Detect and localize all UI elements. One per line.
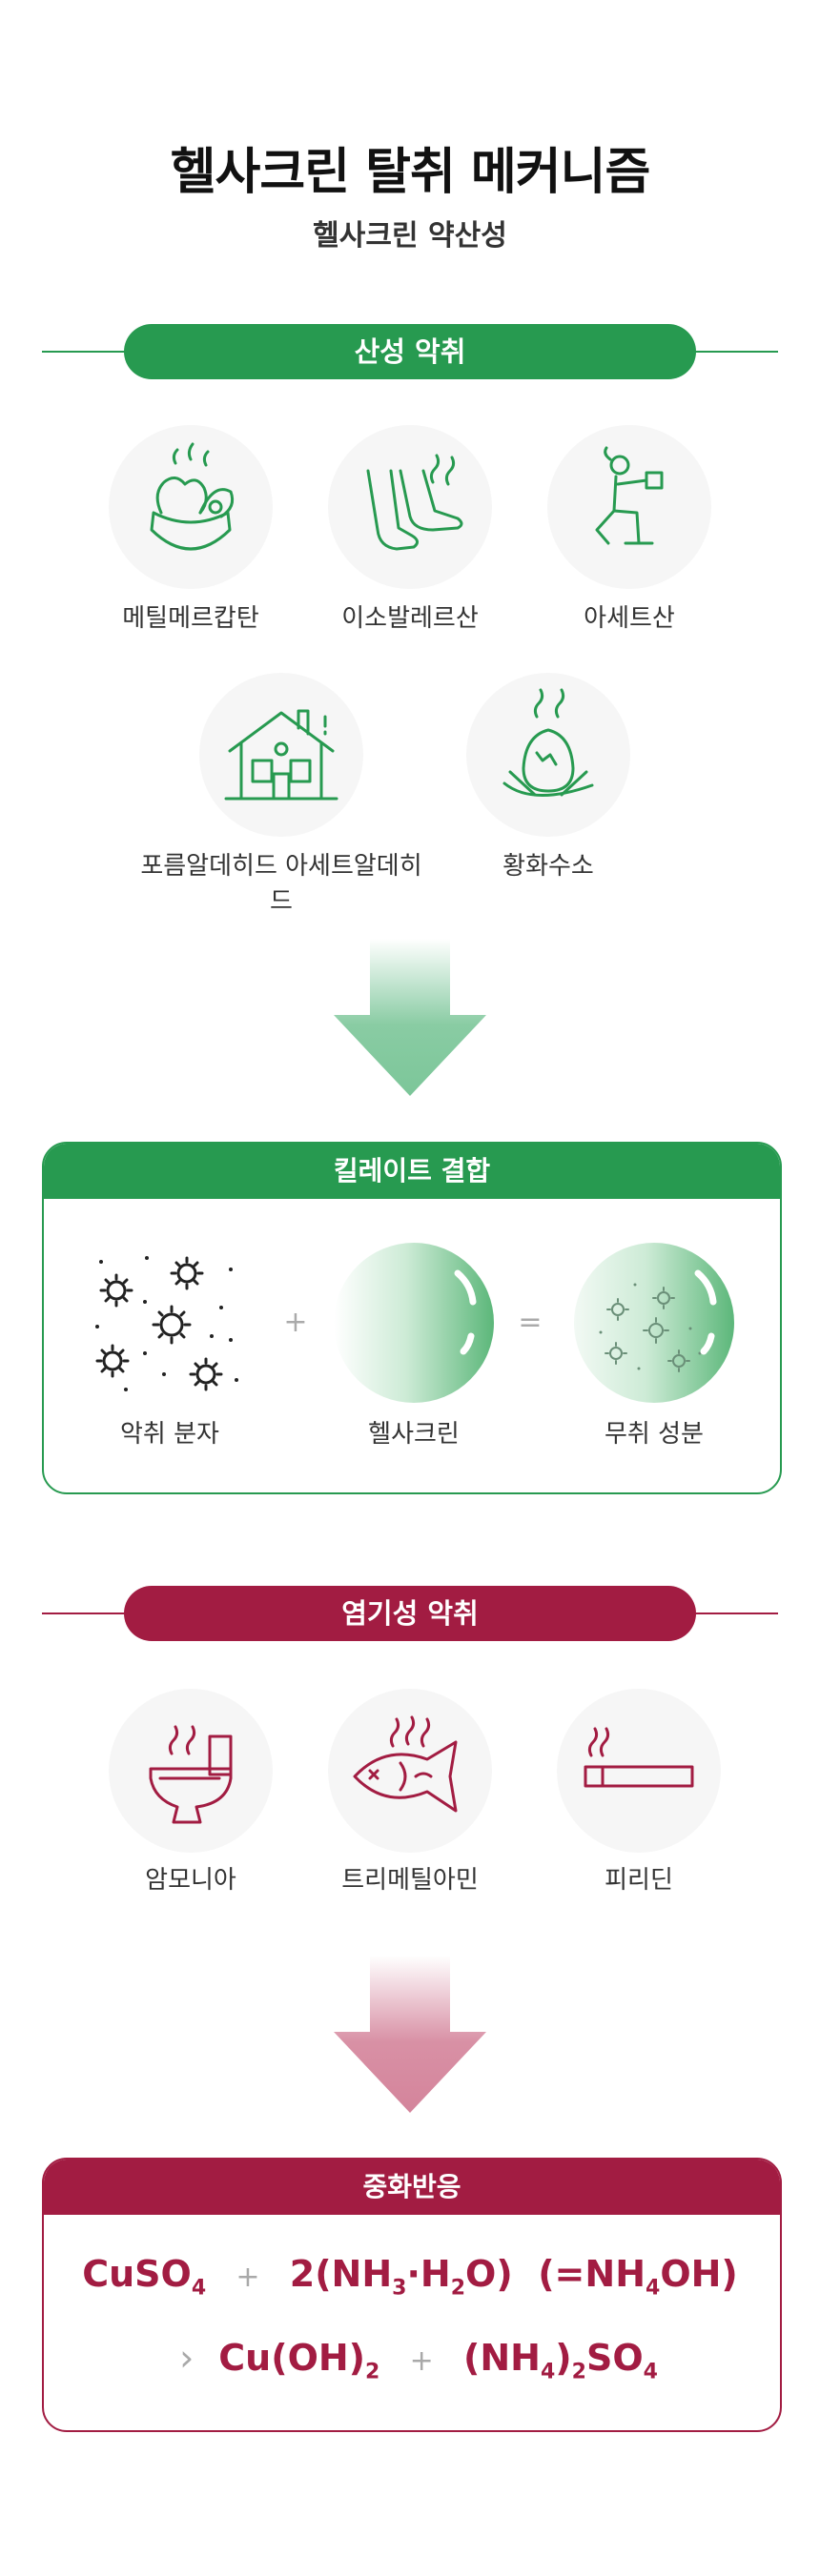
base-item-label: 트리메틸아민 [341, 1866, 479, 1895]
vegetables-icon [109, 425, 273, 589]
acid-item-label: 메틸메르캅탄 [122, 604, 259, 633]
rotten-egg-icon [466, 673, 630, 837]
odor-molecules-icon [88, 1241, 252, 1405]
reaction-line-2: ›Cu(OH)2 + (NH4)2SO4 [179, 2337, 658, 2384]
fish-icon [328, 1689, 492, 1853]
plus-sign: + [283, 1306, 308, 1339]
toilet-icon [109, 1689, 273, 1853]
smelly-feet-icon [328, 425, 492, 589]
neutralization-box: 중화반응 [42, 2158, 782, 2432]
cigarette-icon [557, 1689, 721, 1853]
acid-odor-heading: 산성 악취 [124, 324, 696, 379]
chelate-item-label: 악취 분자 [120, 1420, 219, 1449]
base-item-label: 암모니아 [145, 1866, 236, 1895]
equals-sign: = [518, 1306, 543, 1339]
exercising-person-icon [547, 425, 711, 589]
base-item-label: 피리딘 [605, 1866, 673, 1895]
base-odor-heading: 염기성 악취 [124, 1586, 696, 1641]
down-arrow-icon [334, 939, 486, 1096]
house-icon [199, 673, 363, 837]
reaction-line-1: CuSO4 + 2(NH3·H2O) (=NH4OH) [82, 2253, 738, 2301]
odorless-sphere-icon [572, 1241, 736, 1405]
down-arrow-icon [334, 1956, 486, 2113]
neutralization-heading: 중화반응 [44, 2160, 780, 2215]
chelate-item-label: 헬사크린 [368, 1420, 460, 1449]
page-subtitle: 헬사크린 약산성 [313, 219, 507, 253]
acid-item-label: 포름알데히드 아세트알데히드 [140, 852, 422, 916]
chelate-item-label: 무취 성분 [605, 1420, 704, 1449]
page-title: 헬사크린 탈취 메커니즘 [170, 144, 651, 201]
helsaclean-sphere-icon [332, 1241, 496, 1405]
acid-item-label: 아세트산 [584, 604, 675, 633]
chelate-heading: 킬레이트 결합 [44, 1144, 780, 1199]
arrow-right-icon: › [179, 2337, 195, 2379]
acid-item-label: 이소발레르산 [341, 604, 479, 633]
acid-item-label: 황화수소 [502, 852, 594, 881]
